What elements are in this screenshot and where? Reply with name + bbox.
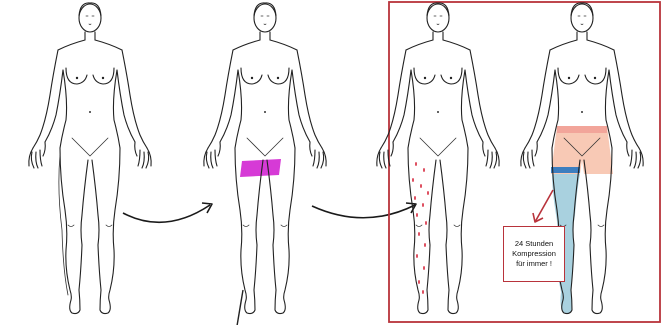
arrow-1-head — [202, 203, 212, 213]
compression-shorts — [551, 126, 613, 174]
figure-3-incision-marks — [377, 3, 499, 314]
figure-2-liposuction — [204, 3, 326, 325]
callout-arrow — [535, 190, 553, 222]
callout-line-2: Kompression — [512, 249, 556, 259]
arrow-1 — [123, 205, 210, 222]
arrow-2 — [312, 205, 415, 218]
compression-band-top — [557, 126, 607, 133]
callout-line-1: 24 Stunden — [515, 239, 553, 249]
compression-callout: 24 Stunden Kompression für immer ! — [503, 226, 565, 282]
figure-1-initial — [29, 3, 151, 314]
compression-band-bottom — [551, 167, 580, 173]
cannula — [237, 290, 243, 325]
liposuction-zone — [240, 159, 281, 177]
callout-line-3: für immer ! — [516, 259, 552, 269]
